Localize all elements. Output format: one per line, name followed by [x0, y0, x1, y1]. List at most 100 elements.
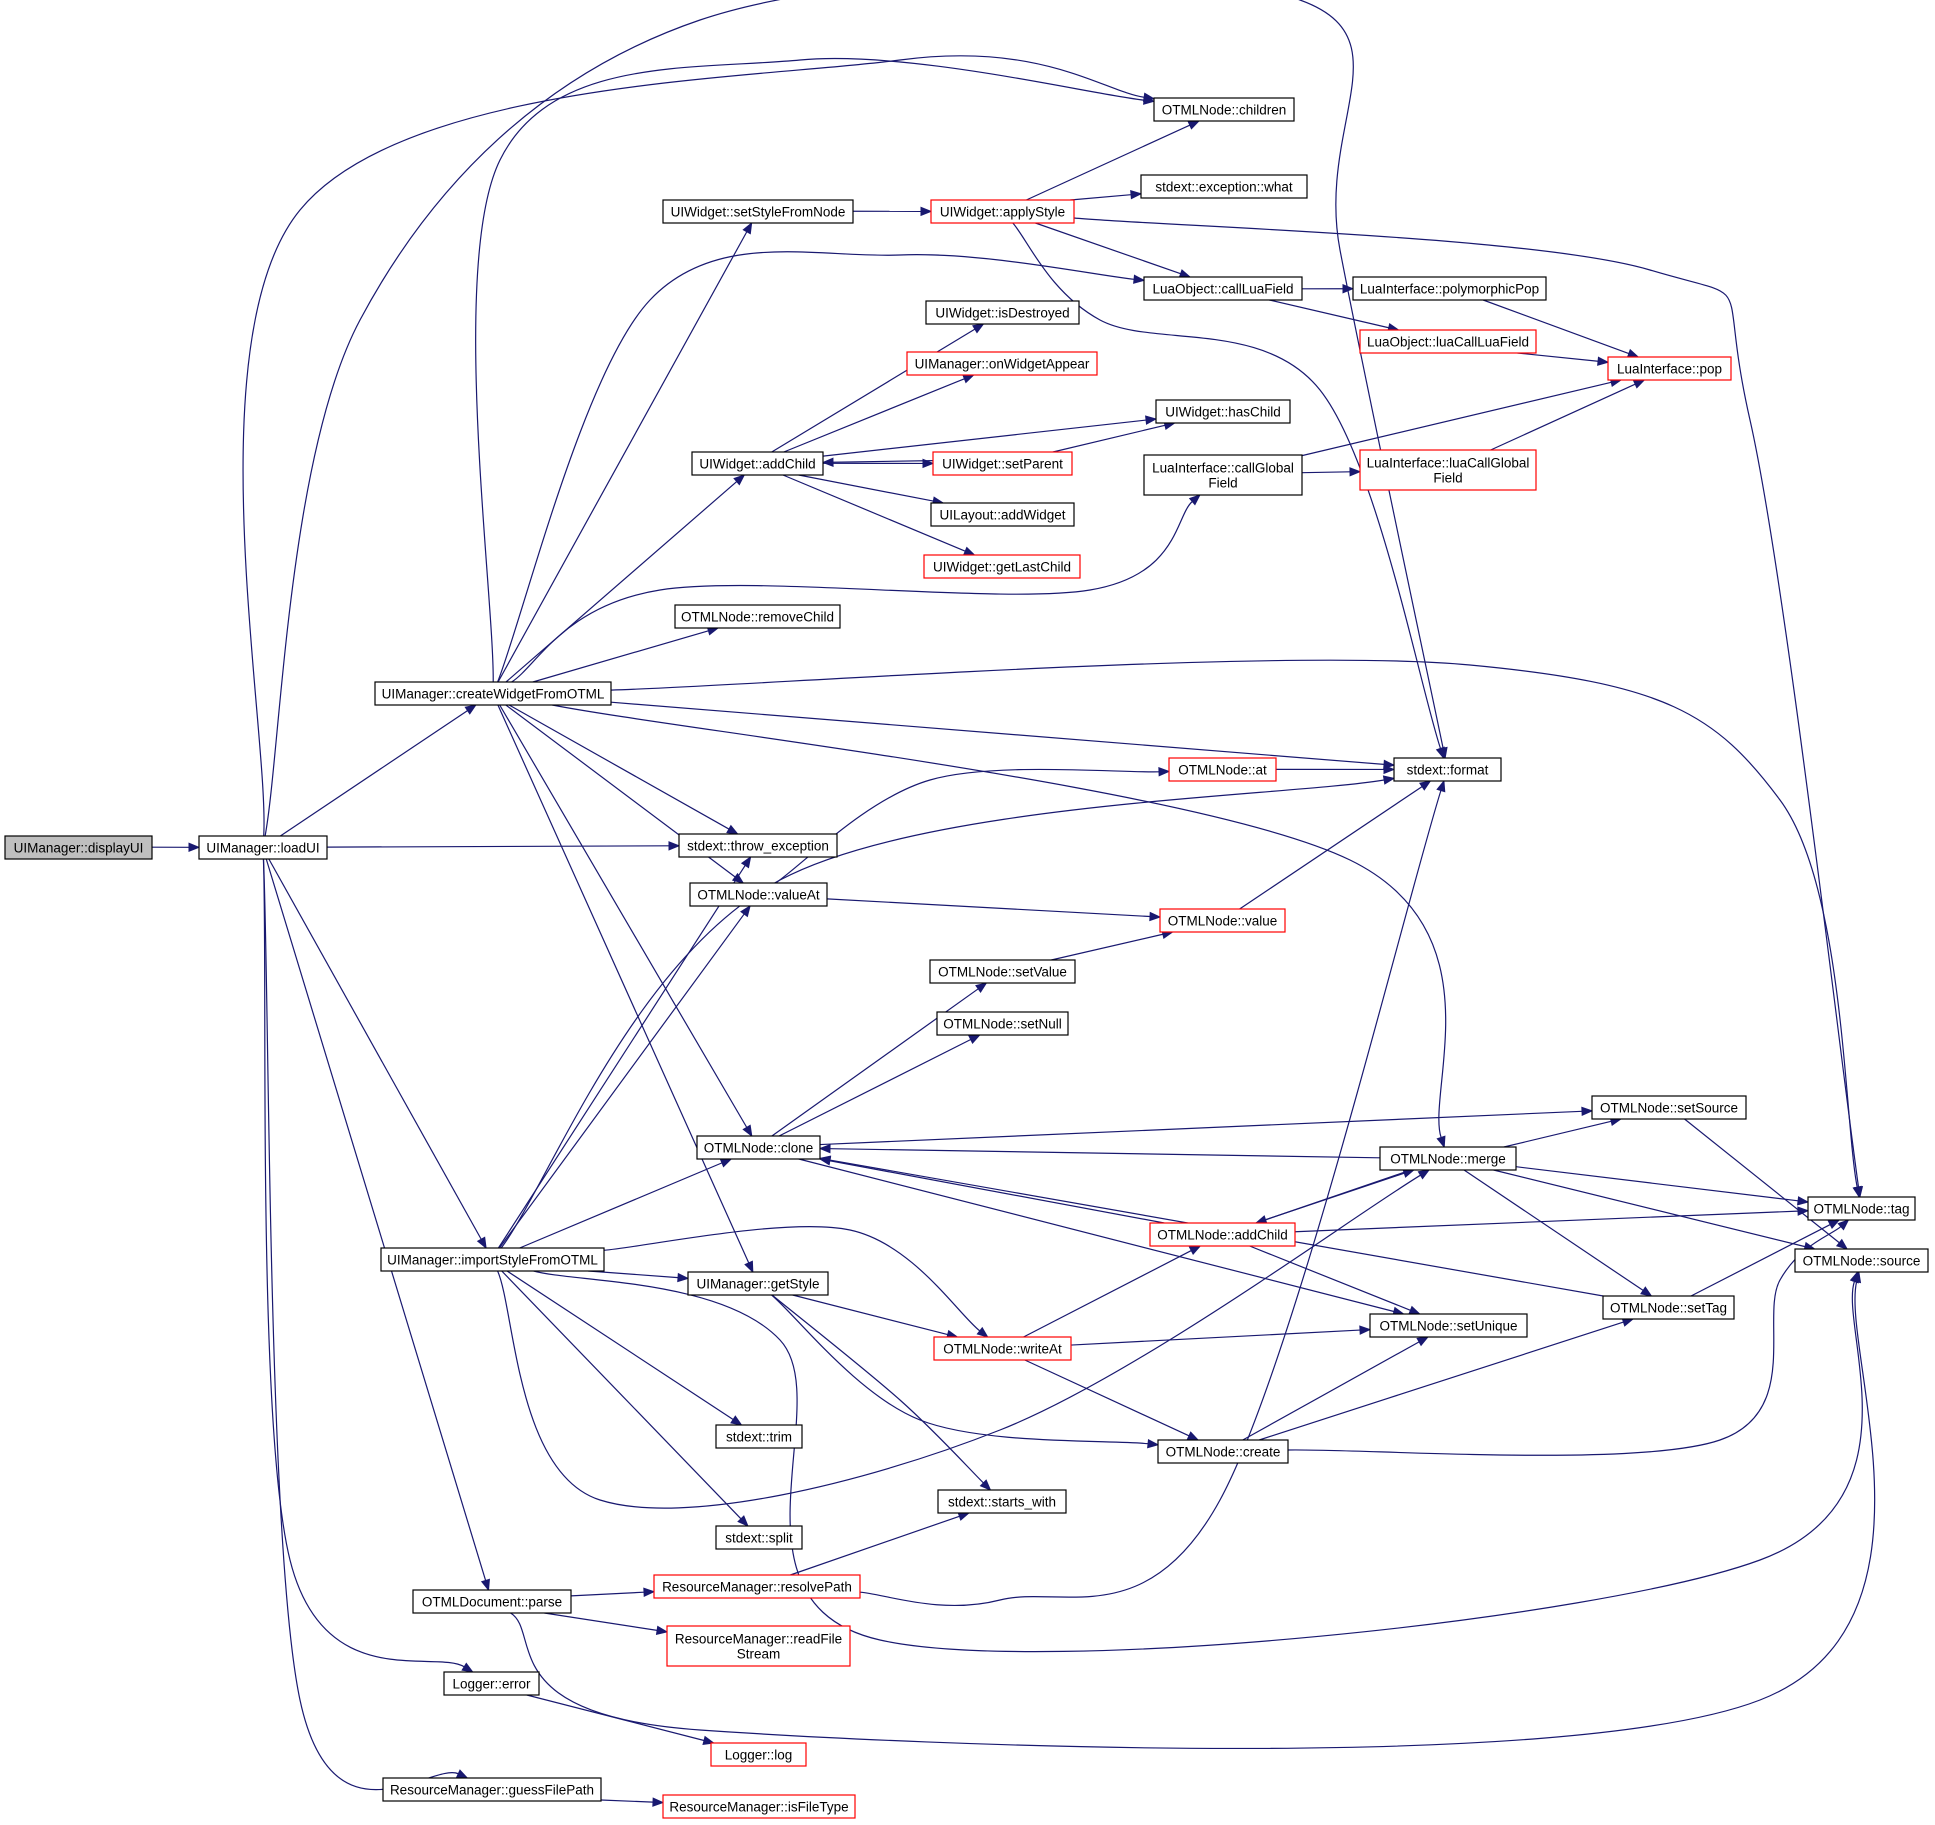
node-setStyleFromNode[interactable]: UIWidget::setStyleFromNode	[662, 199, 854, 224]
node-box[interactable]	[1602, 1295, 1735, 1320]
node-throwException[interactable]: stdext::throw_exception	[678, 833, 838, 858]
node-importStyleFromOTML[interactable]: UIManager::importStyleFromOTML	[380, 1247, 605, 1272]
node-box[interactable]	[689, 882, 828, 907]
node-box[interactable]	[691, 451, 824, 476]
node-otmlParse[interactable]: OTMLDocument::parse	[412, 1589, 572, 1614]
node-box[interactable]	[687, 1271, 829, 1296]
node-box[interactable]	[1155, 399, 1291, 424]
node-polymorphicPop[interactable]: LuaInterface::polymorphicPop	[1352, 276, 1547, 301]
node-applyStyle[interactable]: UIWidget::applyStyle	[930, 199, 1075, 224]
node-otmlAddChild[interactable]: OTMLNode::addChild	[1149, 1222, 1296, 1247]
node-box[interactable]	[1794, 1248, 1929, 1273]
node-box[interactable]	[1143, 454, 1303, 496]
node-box[interactable]	[653, 1574, 861, 1599]
node-box[interactable]	[1140, 174, 1308, 199]
node-getStyle[interactable]: UIManager::getStyle	[687, 1271, 829, 1296]
node-startsWith[interactable]: stdext::starts_with	[937, 1489, 1067, 1514]
node-onWidgetAppear[interactable]: UIManager::onWidgetAppear	[906, 351, 1098, 376]
node-children[interactable]: OTMLNode::children	[1153, 97, 1295, 122]
node-box[interactable]	[1168, 757, 1277, 782]
node-createWidgetFromOTML[interactable]: UIManager::createWidgetFromOTML	[374, 681, 612, 706]
node-box[interactable]	[412, 1589, 572, 1614]
node-box[interactable]	[715, 1525, 803, 1550]
node-box[interactable]	[1807, 1196, 1916, 1221]
node-box[interactable]	[930, 502, 1075, 527]
node-box[interactable]	[1369, 1313, 1528, 1338]
node-isFileType[interactable]: ResourceManager::isFileType	[662, 1794, 856, 1819]
node-box[interactable]	[1393, 757, 1502, 782]
node-box[interactable]	[662, 199, 854, 224]
node-box[interactable]	[1359, 329, 1537, 354]
node-writeAt[interactable]: OTMLNode::writeAt	[933, 1336, 1072, 1361]
node-box[interactable]	[710, 1742, 807, 1767]
node-loggerError[interactable]: Logger::error	[443, 1671, 540, 1696]
node-valueAt[interactable]: OTMLNode::valueAt	[689, 882, 828, 907]
node-getLastChild[interactable]: UIWidget::getLastChild	[923, 554, 1081, 579]
node-box[interactable]	[1159, 908, 1286, 933]
node-box[interactable]	[925, 300, 1080, 325]
node-box[interactable]	[715, 1424, 803, 1449]
node-box[interactable]	[696, 1135, 821, 1160]
node-box[interactable]	[674, 604, 841, 629]
node-callLuaField[interactable]: LuaObject::callLuaField	[1143, 276, 1303, 301]
node-box[interactable]	[1143, 276, 1303, 301]
node-box[interactable]	[1607, 356, 1732, 381]
node-setValue[interactable]: OTMLNode::setValue	[929, 959, 1076, 984]
node-guessFilePath[interactable]: ResourceManager::guessFilePath	[382, 1777, 602, 1802]
node-box[interactable]	[678, 833, 838, 858]
node-setNull[interactable]: OTMLNode::setNull	[936, 1011, 1069, 1036]
node-luaCallLuaField[interactable]: LuaObject::luaCallLuaField	[1359, 329, 1537, 354]
node-setParent[interactable]: UIWidget::setParent	[932, 451, 1073, 476]
node-box[interactable]	[933, 1336, 1072, 1361]
node-setTag[interactable]: OTMLNode::setTag	[1602, 1295, 1735, 1320]
node-luaPop[interactable]: LuaInterface::pop	[1607, 356, 1732, 381]
node-hasChild[interactable]: UIWidget::hasChild	[1155, 399, 1291, 424]
node-box[interactable]	[932, 451, 1073, 476]
node-box[interactable]	[1352, 276, 1547, 301]
node-box[interactable]	[937, 1489, 1067, 1514]
node-box[interactable]	[1359, 449, 1537, 491]
node-stdextFormat[interactable]: stdext::format	[1393, 757, 1502, 782]
node-setUnique[interactable]: OTMLNode::setUnique	[1369, 1313, 1528, 1338]
node-box[interactable]	[380, 1247, 605, 1272]
node-box[interactable]	[662, 1794, 856, 1819]
node-box[interactable]	[198, 835, 328, 860]
node-resolvePath[interactable]: ResourceManager::resolvePath	[653, 1574, 861, 1599]
node-box[interactable]	[443, 1671, 540, 1696]
node-split[interactable]: stdext::split	[715, 1525, 803, 1550]
node-box[interactable]	[1149, 1222, 1296, 1247]
node-box[interactable]	[930, 199, 1075, 224]
node-removeChild[interactable]: OTMLNode::removeChild	[674, 604, 841, 629]
node-box[interactable]	[1153, 97, 1295, 122]
node-box[interactable]	[1157, 1439, 1289, 1464]
node-box[interactable]	[936, 1011, 1069, 1036]
node-exceptionWhat[interactable]: stdext::exception::what	[1140, 174, 1308, 199]
node-isDestroyed[interactable]: UIWidget::isDestroyed	[925, 300, 1080, 325]
node-box[interactable]	[906, 351, 1098, 376]
node-otmlSource[interactable]: OTMLNode::source	[1794, 1248, 1929, 1273]
node-displayUI[interactable]: UIManager::displayUI	[4, 835, 153, 860]
node-box[interactable]	[1379, 1146, 1517, 1171]
node-addWidget[interactable]: UILayout::addWidget	[930, 502, 1075, 527]
node-otmlValue[interactable]: OTMLNode::value	[1159, 908, 1286, 933]
node-box[interactable]	[1591, 1095, 1747, 1120]
node-merge[interactable]: OTMLNode::merge	[1379, 1146, 1517, 1171]
node-loggerLog[interactable]: Logger::log	[710, 1742, 807, 1767]
node-box[interactable]	[929, 959, 1076, 984]
node-box[interactable]	[4, 835, 153, 860]
node-box[interactable]	[382, 1777, 602, 1802]
node-otmlCreate[interactable]: OTMLNode::create	[1157, 1439, 1289, 1464]
node-otmlAt[interactable]: OTMLNode::at	[1168, 757, 1277, 782]
node-otmlTag[interactable]: OTMLNode::tag	[1807, 1196, 1916, 1221]
node-box[interactable]	[666, 1625, 851, 1667]
node-box[interactable]	[374, 681, 612, 706]
node-setSource[interactable]: OTMLNode::setSource	[1591, 1095, 1747, 1120]
node-trim[interactable]: stdext::trim	[715, 1424, 803, 1449]
node-loadUI[interactable]: UIManager::loadUI	[198, 835, 328, 860]
node-clone[interactable]: OTMLNode::clone	[696, 1135, 821, 1160]
node-box[interactable]	[923, 554, 1081, 579]
node-addChild[interactable]: UIWidget::addChild	[691, 451, 824, 476]
